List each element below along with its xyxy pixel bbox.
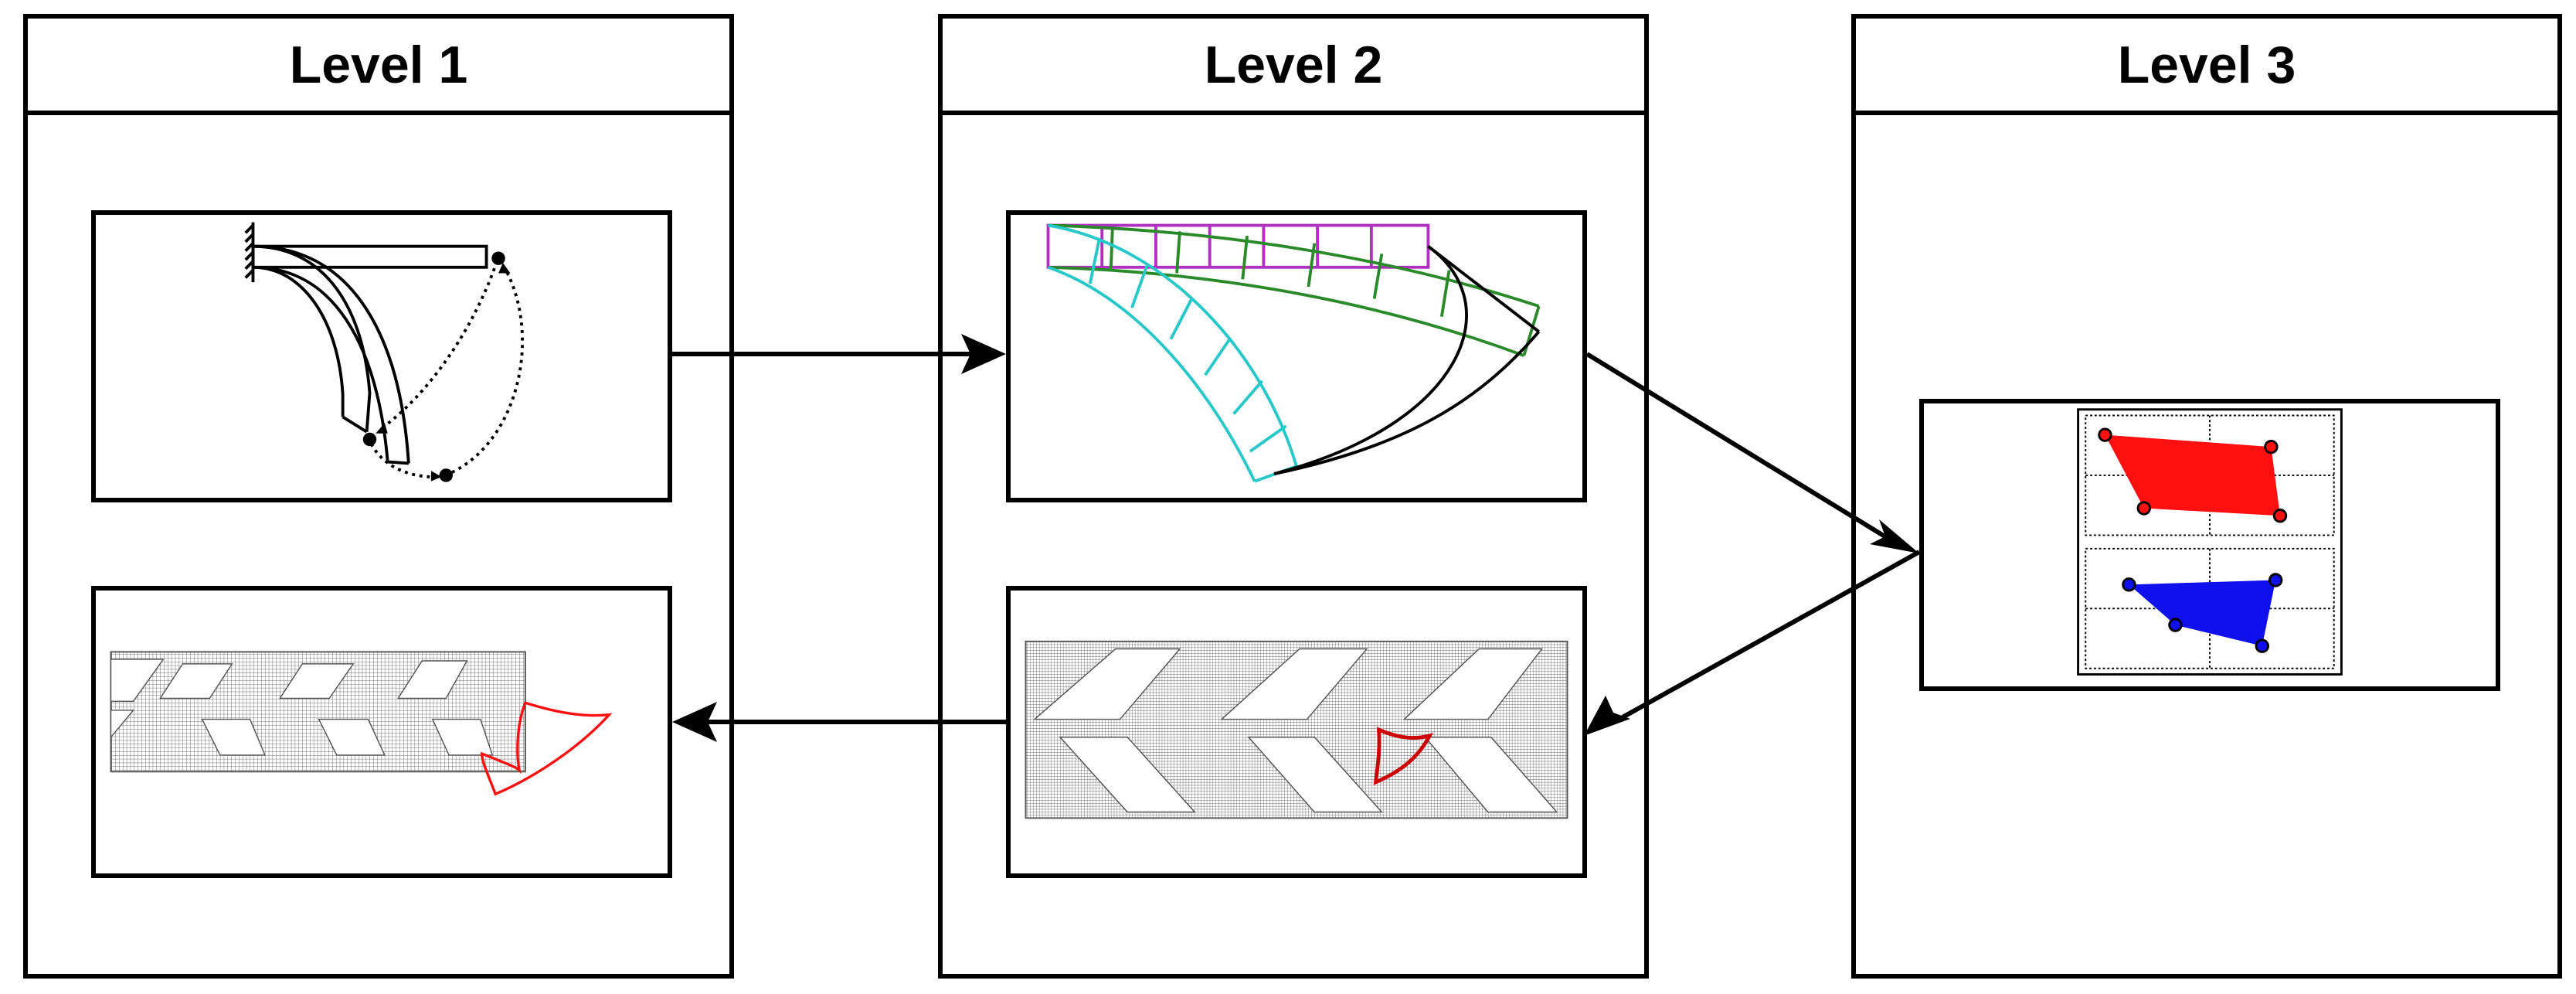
red-element bbox=[2105, 434, 2281, 516]
green-deformed-elements bbox=[1048, 223, 1541, 357]
level-1-title: Level 1 bbox=[289, 35, 468, 94]
cyan-deformed-elements bbox=[1047, 223, 1298, 483]
chevron-holes bbox=[1033, 648, 1558, 813]
node-dot-icon bbox=[2098, 427, 2288, 523]
beam-deformation-figure bbox=[244, 222, 525, 482]
deformed-beam-2 bbox=[253, 244, 372, 434]
blue-element bbox=[2129, 580, 2276, 646]
level-2-element-panel bbox=[1006, 210, 1587, 502]
level-1-beam-panel bbox=[91, 210, 672, 502]
magenta-undeformed-elements bbox=[1046, 223, 1430, 269]
arrow-head-icon bbox=[376, 262, 511, 482]
red-element-outline bbox=[1373, 727, 1434, 785]
chevron-holes bbox=[110, 659, 494, 756]
node-dot-icon bbox=[362, 251, 505, 482]
black-beam-boundary bbox=[1273, 245, 1541, 475]
level-3-header: Level 3 bbox=[1856, 19, 2557, 115]
level-2-mesh-panel bbox=[1006, 586, 1587, 878]
motion-path-dotted bbox=[369, 260, 525, 479]
level-3-title: Level 3 bbox=[2117, 35, 2296, 94]
level-2-header: Level 2 bbox=[943, 19, 1644, 115]
level-2-mesh-figure bbox=[1025, 640, 1568, 819]
level-3-element-panel bbox=[1919, 399, 2500, 691]
level-1-mesh-figure bbox=[110, 651, 613, 796]
level-1-header: Level 1 bbox=[28, 19, 729, 115]
undeformed-beam bbox=[251, 244, 488, 269]
element-configurations-figure bbox=[1046, 223, 1541, 483]
level-2-title: Level 2 bbox=[1204, 35, 1383, 94]
level-1-mesh-panel bbox=[91, 586, 672, 878]
red-deformed-outline bbox=[481, 701, 613, 796]
single-element-figure bbox=[2077, 408, 2343, 676]
node-dot-icon bbox=[2122, 573, 2283, 653]
